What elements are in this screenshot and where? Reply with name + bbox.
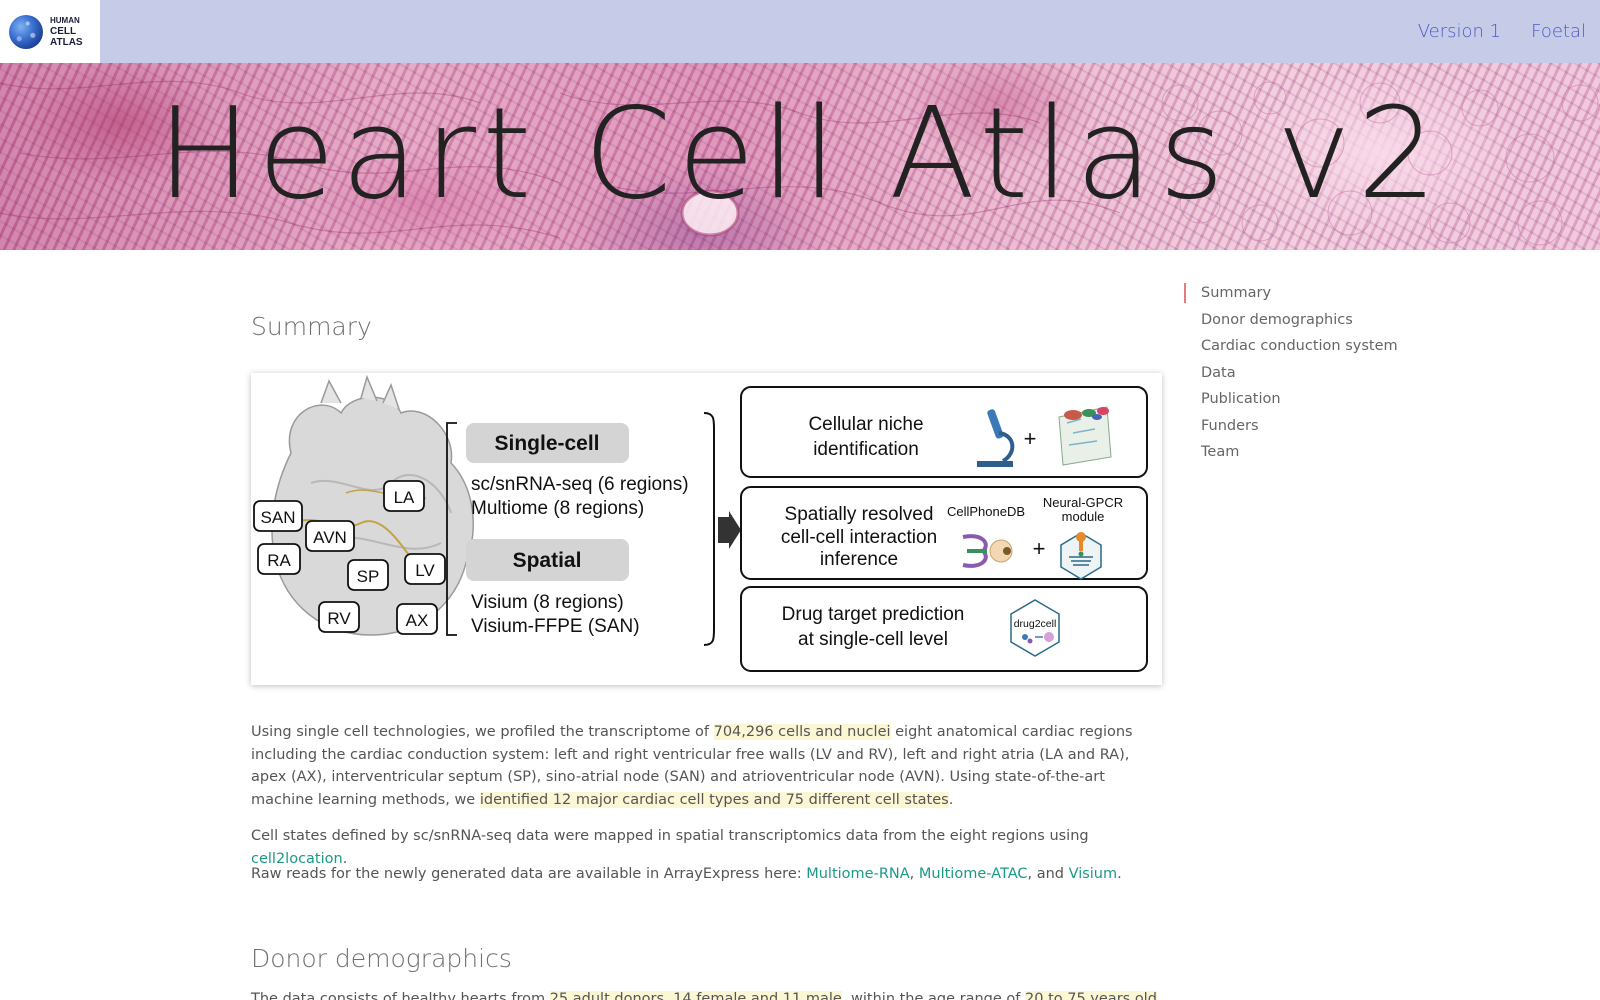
spatial-line-2: Visium-FFPE (SAN) xyxy=(471,616,640,637)
toc-item-funders[interactable]: Funders xyxy=(1201,417,1259,434)
donor-demographics-heading: Donor demographics xyxy=(251,944,512,973)
nav-link-foetal[interactable]: Foetal xyxy=(1531,21,1586,42)
toc-item-cardiac-conduction-system[interactable]: Cardiac conduction system xyxy=(1201,338,1398,354)
highlight-cell-count: 704,296 cells and nuclei xyxy=(713,724,891,740)
hca-logo[interactable]: HUMAN CELL ATLAS xyxy=(0,0,100,63)
region-avn: AVN xyxy=(313,528,347,547)
spatial-label: Spatial xyxy=(513,549,582,572)
single-cell-line-1: sc/snRNA-seq (6 regions) xyxy=(471,474,689,495)
single-cell-label: Single-cell xyxy=(494,432,599,455)
box3-line-2: at single-cell level xyxy=(798,629,948,650)
microscope-icon xyxy=(977,409,1015,467)
spatial-map-icon xyxy=(1058,406,1112,466)
region-ax: AX xyxy=(406,611,429,630)
region-ra: RA xyxy=(267,551,291,570)
summary-paragraph-3: Raw reads for the newly generated data a… xyxy=(251,866,1122,882)
box1-line-2: identification xyxy=(813,439,919,460)
spatial-line-1: Visium (8 regions) xyxy=(471,592,624,613)
logo-text: HUMAN CELL ATLAS xyxy=(50,16,83,48)
page-title: Heart Cell Atlas v2 xyxy=(156,80,1444,227)
cellphonedb-label: CellPhoneDB xyxy=(947,504,1025,519)
region-rv: RV xyxy=(327,609,351,628)
multiome-rna-link[interactable]: Multiome-RNA xyxy=(806,866,910,882)
box2-plus: + xyxy=(1033,536,1046,561)
box3-line-1: Drug target prediction xyxy=(782,604,965,625)
box2-line-1: Spatially resolved xyxy=(785,504,934,525)
box2-line-3: inference xyxy=(820,549,898,570)
drug2cell-label: drug2cell xyxy=(1014,618,1057,630)
globe-logo-icon xyxy=(9,14,43,49)
region-lv: LV xyxy=(415,561,435,580)
visium-link[interactable]: Visium xyxy=(1068,866,1118,882)
drug2cell-icon xyxy=(1010,599,1060,657)
hero-banner: Heart Cell Atlas v2 xyxy=(0,63,1600,250)
graphical-abstract: LA SAN AVN RA SP LV RV AX Single-cell sc… xyxy=(253,374,1148,672)
arrow-right-icon xyxy=(718,511,741,549)
toc-item-summary[interactable]: Summary xyxy=(1184,280,1424,307)
multiome-atac-link[interactable]: Multiome-ATAC xyxy=(918,866,1028,882)
toc-item-donor-demographics[interactable]: Donor demographics xyxy=(1201,311,1353,328)
neural-gpcr-line-1: Neural-GPCR xyxy=(1043,495,1123,510)
box1-line-1: Cellular niche xyxy=(808,414,923,435)
highlight-cell-types: identified 12 major cardiac cell types a… xyxy=(479,791,949,808)
region-la: LA xyxy=(394,488,415,507)
toc-item-data[interactable]: Data xyxy=(1201,364,1236,381)
box2-line-2: cell-cell interaction xyxy=(781,527,937,548)
nav-links: Version 1 Foetal xyxy=(1418,0,1586,63)
gpcr-module-icon xyxy=(1060,532,1102,580)
table-of-contents: Summary Donor demographics Cardiac condu… xyxy=(1184,280,1424,466)
tissue-texture xyxy=(0,80,1599,246)
summary-heading: Summary xyxy=(251,312,372,341)
summary-figure: LA SAN AVN RA SP LV RV AX Single-cell sc… xyxy=(251,373,1162,685)
toc-item-team[interactable]: Team xyxy=(1201,444,1240,460)
nav-link-version-1[interactable]: Version 1 xyxy=(1417,21,1502,42)
region-sp: SP xyxy=(357,567,380,586)
donor-paragraph: The data consists of healthy hearts from… xyxy=(251,988,1166,1000)
summary-paragraph-1: Using single cell technologies, we profi… xyxy=(251,724,1133,808)
highlight-age-range: 20 to 75 years old xyxy=(1025,991,1157,1000)
single-cell-line-2: Multiome (8 regions) xyxy=(471,498,644,519)
region-labels: LA SAN AVN RA SP LV RV AX xyxy=(253,480,446,635)
ligand-receptor-icon xyxy=(962,534,1013,568)
region-san: SAN xyxy=(261,508,296,527)
highlight-donors: 25 adult donors, 14 female and 11 male xyxy=(549,991,842,1000)
cell2location-link[interactable]: cell2location xyxy=(251,850,343,867)
neural-gpcr-line-2: module xyxy=(1062,509,1105,524)
top-navbar: HUMAN CELL ATLAS Version 1 Foetal xyxy=(0,0,1600,63)
toc-item-publication[interactable]: Publication xyxy=(1201,391,1281,407)
box1-plus: + xyxy=(1024,426,1037,451)
summary-paragraph-2: Cell states defined by sc/snRNA-seq data… xyxy=(251,828,1089,867)
